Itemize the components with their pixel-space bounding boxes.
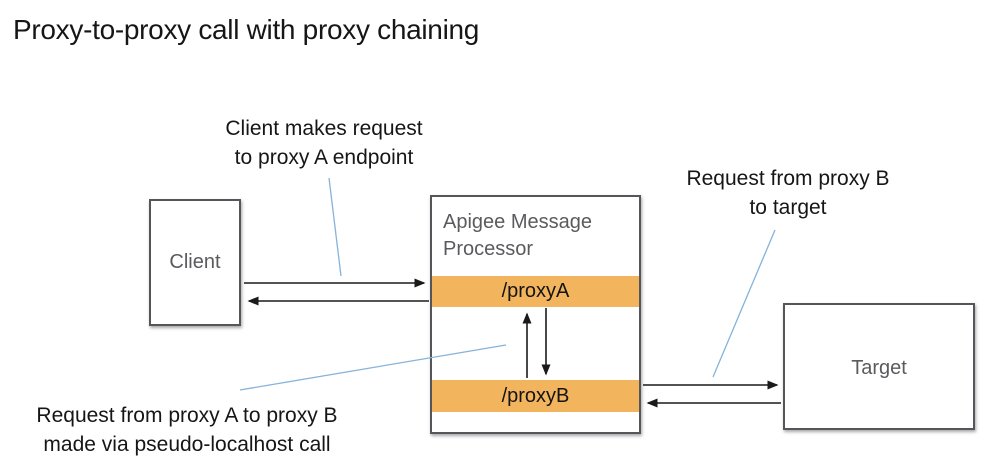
proxy-b-bar: /proxyB — [432, 380, 639, 412]
proxy-a-label: /proxyA — [501, 280, 570, 302]
annotation-pseudo-localhost: Request from proxy A to proxy B made via… — [36, 401, 337, 459]
annotation-proxyb-request-line2: to target — [749, 196, 827, 219]
proxyb-request-leader-line — [712, 229, 776, 378]
target-label: Target — [851, 357, 907, 379]
message-processor-box: Apigee Message Processor /proxyA /proxyB — [430, 195, 641, 434]
annotation-pseudo-localhost-line1: Request from proxy A to proxy B — [36, 404, 338, 427]
client-request-leader-line — [328, 177, 342, 277]
target-box: Target — [783, 303, 975, 430]
annotation-pseudo-localhost-line2: made via pseudo-localhost call — [43, 433, 331, 456]
annotation-proxyb-request: Request from proxy B to target — [686, 164, 889, 222]
message-processor-label: Apigee Message Processor — [443, 211, 592, 260]
annotation-proxyb-request-line1: Request from proxy B — [686, 167, 890, 190]
proxy-b-label: /proxyB — [501, 384, 570, 407]
annotation-client-request-line1: Client makes request — [225, 117, 423, 140]
diagram-title: Proxy-to-proxy call with proxy chaining — [13, 14, 480, 45]
annotation-client-request-line2: to proxy A endpoint — [234, 146, 414, 169]
proxy-a-bar: /proxyA — [432, 276, 639, 307]
client-box: Client — [149, 199, 241, 326]
annotation-client-request: Client makes request to proxy A endpoint — [225, 114, 422, 172]
client-label: Client — [169, 251, 221, 273]
